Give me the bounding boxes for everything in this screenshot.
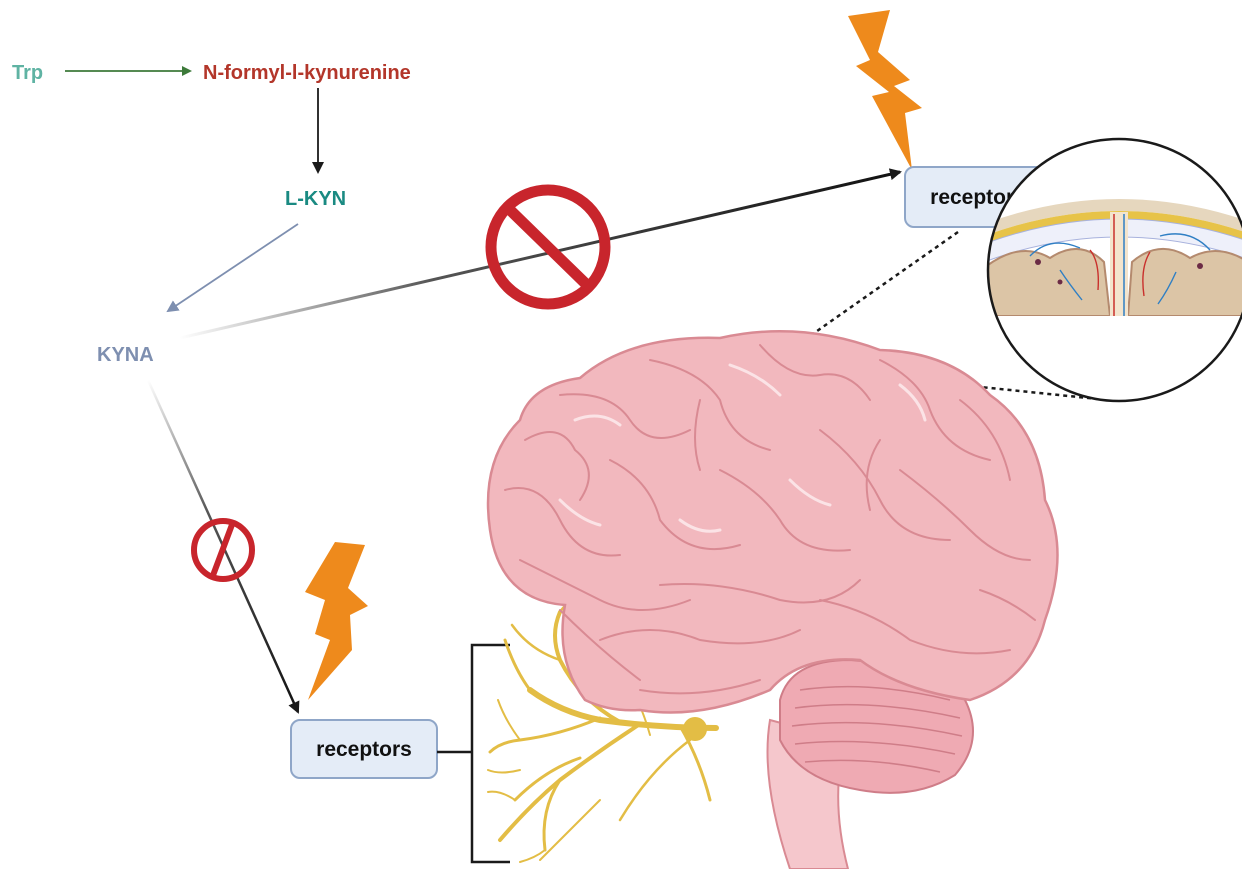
lightning-icon (848, 10, 922, 170)
lightning-icon (305, 542, 368, 700)
brain-illustration (488, 331, 1058, 869)
inset-zoom-line (790, 232, 958, 350)
nerve-ganglion (683, 717, 707, 741)
inhibit-icon (491, 190, 605, 304)
trp-label: Trp (12, 62, 43, 84)
peripheral-receptors-box: receptors (291, 720, 437, 778)
nerve-bracket (437, 645, 510, 862)
inhibit-icon (194, 521, 252, 579)
kyna-label: KYNA (97, 344, 154, 366)
lkyn-to-kyna-arrow (168, 224, 298, 311)
lkyn-label: L-KYN (285, 188, 346, 210)
nfk-label: N-formyl-l-kynurenine (203, 62, 411, 84)
peripheral-receptors-label: receptors (316, 738, 412, 761)
